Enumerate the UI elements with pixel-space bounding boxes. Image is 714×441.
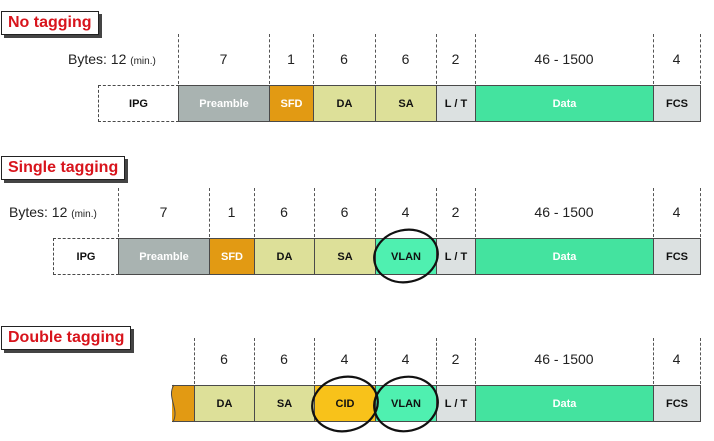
byte-separator xyxy=(375,338,376,384)
byte-separator xyxy=(313,34,314,84)
byte-separator xyxy=(254,188,255,237)
byte-separator xyxy=(269,34,270,84)
byte-size-sa: 6 xyxy=(401,51,410,67)
byte-separator xyxy=(118,188,119,237)
bytes-text: Bytes: 12 xyxy=(9,204,68,220)
field-da: DA xyxy=(254,238,315,275)
byte-size-preamble: 7 xyxy=(159,204,168,220)
byte-size-da: 6 xyxy=(280,204,288,220)
field-sfd: SFD xyxy=(209,238,255,275)
field-da: DA xyxy=(194,385,255,422)
field-data: Data xyxy=(475,385,654,422)
bytes-min-note: (min.) xyxy=(130,56,156,67)
byte-size-l-t: 2 xyxy=(451,204,460,220)
truncated-sfd-stub xyxy=(172,385,195,422)
byte-separator xyxy=(254,338,255,384)
no-tagging-bytes-label: Bytes: 12 (min.) xyxy=(68,51,156,67)
field-l-t: L / T xyxy=(436,238,476,275)
field-data: Data xyxy=(475,85,654,122)
byte-size-sfd: 1 xyxy=(287,51,295,67)
byte-size-fcs: 4 xyxy=(672,204,681,220)
byte-separator xyxy=(194,338,195,384)
byte-separator xyxy=(653,338,654,384)
byte-separator xyxy=(314,188,315,237)
field-vlan: VLAN xyxy=(375,385,437,422)
single-tagging-title: Single tagging xyxy=(1,156,126,180)
byte-size-l-t: 2 xyxy=(451,351,460,367)
field-data: Data xyxy=(475,238,654,275)
byte-size-cid: 4 xyxy=(340,351,349,367)
byte-separator xyxy=(436,338,437,384)
bytes-text: Bytes: 12 xyxy=(68,51,127,67)
byte-separator xyxy=(653,188,654,237)
double-tagging-title: Double tagging xyxy=(1,326,132,350)
byte-size-sa: 6 xyxy=(280,351,288,367)
byte-separator xyxy=(653,34,654,84)
byte-separator xyxy=(375,188,376,237)
byte-separator xyxy=(209,188,210,237)
byte-separator xyxy=(475,188,476,237)
field-preamble: Preamble xyxy=(118,238,210,275)
byte-separator xyxy=(700,188,701,237)
field-sa: SA xyxy=(254,385,315,422)
byte-separator xyxy=(178,34,179,84)
byte-separator xyxy=(436,34,437,84)
field-fcs: FCS xyxy=(653,238,701,275)
byte-size-da: 6 xyxy=(220,351,228,367)
field-l-t: L / T xyxy=(436,85,476,122)
byte-size-data: 46 - 1500 xyxy=(534,351,594,367)
byte-separator xyxy=(700,338,701,384)
field-da: DA xyxy=(313,85,376,122)
byte-separator xyxy=(375,34,376,84)
single-tagging-bytes-label: Bytes: 12 (min.) xyxy=(9,204,97,220)
byte-separator xyxy=(436,188,437,237)
byte-separator xyxy=(314,338,315,384)
field-preamble: Preamble xyxy=(178,85,270,122)
field-l-t: L / T xyxy=(436,385,476,422)
field-vlan: VLAN xyxy=(375,238,437,275)
bytes-min-note: (min.) xyxy=(71,209,97,220)
byte-size-preamble: 7 xyxy=(219,51,228,67)
no-tagging-title: No tagging xyxy=(1,11,99,35)
byte-size-fcs: 4 xyxy=(672,51,681,67)
field-ipg: IPG xyxy=(53,238,119,275)
field-fcs: FCS xyxy=(653,85,701,122)
byte-separator xyxy=(475,338,476,384)
byte-size-da: 6 xyxy=(340,51,348,67)
byte-size-data: 46 - 1500 xyxy=(534,204,594,220)
field-sfd: SFD xyxy=(269,85,314,122)
byte-size-l-t: 2 xyxy=(451,51,460,67)
byte-separator xyxy=(700,34,701,84)
byte-size-fcs: 4 xyxy=(672,351,681,367)
byte-size-data: 46 - 1500 xyxy=(534,51,594,67)
byte-size-vlan: 4 xyxy=(401,351,410,367)
byte-size-vlan: 4 xyxy=(401,204,410,220)
byte-size-sfd: 1 xyxy=(227,204,236,220)
byte-size-sa: 6 xyxy=(340,204,349,220)
field-cid: CID xyxy=(314,385,376,422)
field-sa: SA xyxy=(375,85,437,122)
byte-separator xyxy=(475,34,476,84)
field-ipg: IPG xyxy=(98,85,179,122)
field-sa: SA xyxy=(314,238,376,275)
field-fcs: FCS xyxy=(653,385,701,422)
